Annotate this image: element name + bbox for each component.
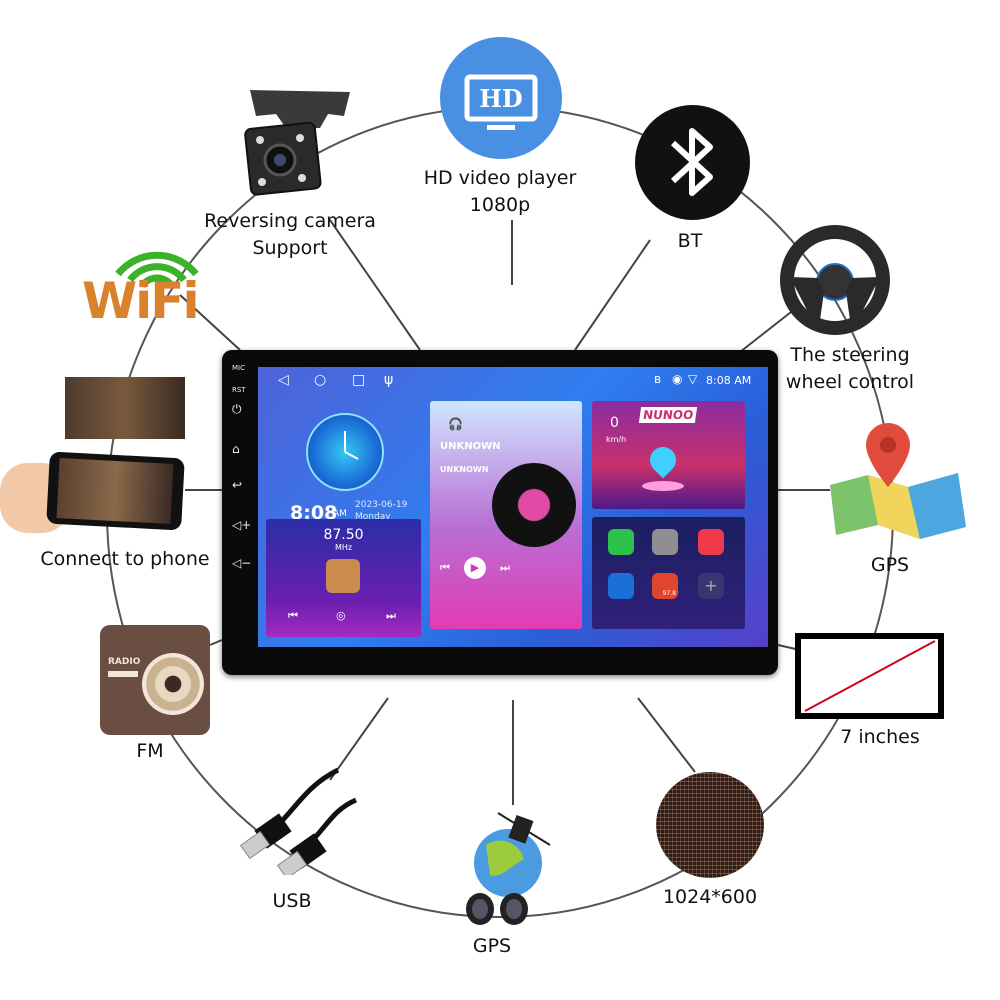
hd-video-label: HD video player 1080p: [400, 165, 600, 219]
album-art: [492, 463, 576, 547]
nav-brand: NUNOO: [638, 407, 698, 423]
music-prev-icon[interactable]: ⏮: [440, 561, 450, 574]
wifi-status-icon: ▽: [688, 372, 698, 386]
nav-pin-icon: [644, 441, 682, 479]
music-next-icon[interactable]: ⏭: [500, 561, 510, 574]
nav-home-icon[interactable]: ○: [314, 372, 327, 388]
settings-app-icon[interactable]: [652, 529, 678, 555]
wifi-logo-text: WiFi: [82, 272, 200, 330]
radio-prev-icon[interactable]: ⏮: [288, 609, 298, 622]
hd-icon-text: HD: [479, 84, 523, 113]
clock-ampm: AM: [333, 509, 347, 519]
wifi-icon: WiFi: [78, 230, 228, 340]
usb-status-icon: ψ: [384, 372, 394, 388]
camera-label: Reversing camera Support: [195, 208, 385, 262]
radio-tile-icon: [326, 559, 360, 593]
reversing-camera-icon: [240, 80, 360, 210]
clock-widget[interactable]: [306, 413, 384, 491]
music-title: UNKNOWN: [440, 441, 501, 452]
add-app-icon[interactable]: +: [698, 573, 724, 599]
steering-wheel-icon: [780, 222, 890, 342]
power-icon[interactable]: ⏻: [232, 402, 242, 416]
screen-size-icon: [795, 633, 945, 719]
resolution-label: 1024*600: [662, 886, 758, 908]
bluetooth-icon: [635, 105, 750, 220]
music-play-icon[interactable]: ▶: [464, 557, 486, 579]
usb-label: USB: [272, 890, 312, 912]
pixel-grid-icon: [656, 772, 764, 878]
hd-video-line1: HD video player: [423, 167, 577, 189]
phone-icon: [0, 375, 190, 545]
gps-satellite-icon: [450, 805, 585, 930]
camera-line2: Support: [252, 237, 328, 259]
usb-cable-icon: [238, 765, 368, 880]
gps-pin-icon: [828, 415, 968, 540]
camera-line1: Reversing camera: [204, 210, 376, 232]
bt-label: BT: [677, 230, 703, 252]
steering-line2: wheel control: [785, 371, 915, 393]
apps-tile: 97.8 +: [592, 517, 745, 629]
gps-bottom-label: GPS: [472, 935, 512, 957]
hd-video-line2: 1080p: [469, 194, 531, 216]
music-tile[interactable]: 🎧 UNKNOWN UNKNOWN ⏮ ▶ ⏭: [430, 401, 582, 629]
speed-value: 0: [610, 415, 619, 431]
fm-label: FM: [136, 740, 164, 762]
steering-line1: The steering: [790, 344, 910, 366]
mic-label: MIC: [232, 364, 245, 372]
rst-label: RST: [232, 386, 246, 394]
volume-down-icon[interactable]: ◁−: [232, 556, 252, 570]
status-bar: ◁ ○ □ ψ ʙ ◉ ▽ 8:08 AM: [258, 367, 768, 395]
music-app-icon[interactable]: [698, 529, 724, 555]
location-status-icon: ◉: [672, 372, 683, 386]
weekday: Monday: [355, 512, 391, 522]
home-icon[interactable]: ⌂: [232, 442, 240, 456]
bt-status-icon: ʙ: [654, 372, 661, 386]
phone-app-icon[interactable]: [608, 529, 634, 555]
nav-back-icon[interactable]: ◁: [278, 372, 289, 388]
phone-label: Connect to phone: [40, 548, 210, 570]
date-block: 2023-06-19 Monday: [355, 499, 407, 523]
radio-search-icon[interactable]: ◎: [336, 609, 346, 622]
steering-label: The steering wheel control: [780, 342, 920, 396]
nav-base: [642, 481, 684, 491]
radio-text: RADIO: [108, 657, 141, 667]
status-time: 8:08 AM: [706, 374, 752, 387]
radio-app-freq: 97.8: [662, 590, 676, 597]
radio-next-icon[interactable]: ⏭: [386, 609, 396, 622]
screen: ◁ ○ □ ψ ʙ ◉ ▽ 8:08 AM 8:08 AM 2023-06-19…: [258, 367, 768, 647]
back-icon[interactable]: ↩: [232, 478, 243, 492]
radio-tile[interactable]: 87.50 MHz ⏮ ◎ ⏭: [266, 519, 421, 637]
size-label: 7 inches: [840, 726, 920, 748]
speed-unit: km/h: [606, 435, 627, 444]
bluetooth-app-icon[interactable]: [608, 573, 634, 599]
music-artist: UNKNOWN: [440, 465, 489, 474]
date: 2023-06-19: [355, 500, 408, 510]
headphones-icon: 🎧: [448, 417, 463, 431]
radio-frequency: 87.50: [323, 527, 364, 543]
radio-unit: MHz: [334, 543, 353, 552]
gps-right-label: GPS: [870, 554, 910, 576]
navigation-tile[interactable]: 0 km/h NUNOO: [592, 401, 745, 509]
hd-monitor-icon: HD: [440, 37, 562, 159]
head-unit: MIC RST ⏻ ⌂ ↩ ◁+ ◁− ◁ ○ □ ψ ʙ ◉ ▽ 8:08 A…: [222, 350, 778, 675]
nav-recents-icon[interactable]: □: [352, 372, 366, 388]
volume-up-icon[interactable]: ◁+: [232, 518, 252, 532]
radio-icon: RADIO: [100, 625, 210, 735]
radio-app-icon[interactable]: 97.8: [652, 573, 678, 599]
clock-time: 8:08: [290, 502, 338, 524]
